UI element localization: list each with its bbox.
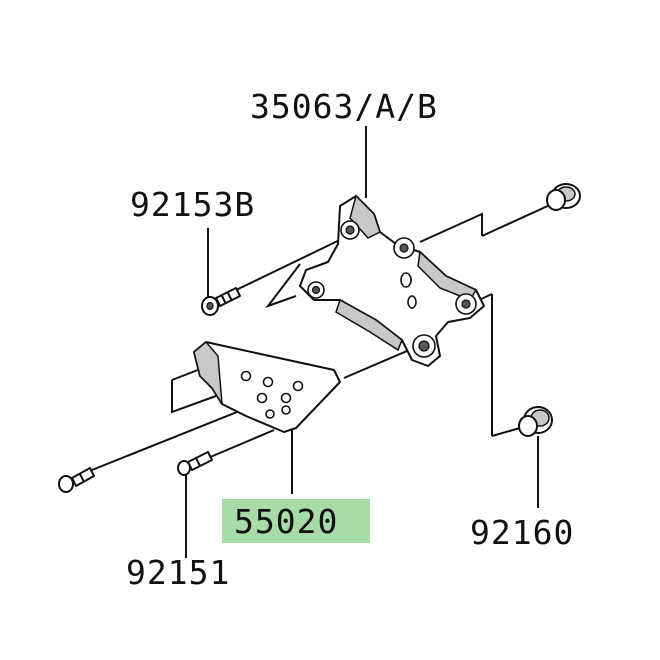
bracket-35063 <box>299 194 485 367</box>
bolt-long <box>58 467 95 493</box>
label-55020: 55020 <box>234 502 338 541</box>
label-92160: 92160 <box>470 513 574 552</box>
label-92151: 92151 <box>126 553 230 592</box>
label-92153B: 92153B <box>130 185 255 224</box>
label-35063: 35063/A/B <box>250 87 438 126</box>
heel-plate-55020 <box>193 340 341 433</box>
bolt-92151 <box>177 451 213 476</box>
bolt-92153B <box>201 287 241 316</box>
damper-upper <box>546 183 581 211</box>
damper-92160 <box>518 406 553 437</box>
part-highlight <box>222 499 370 543</box>
